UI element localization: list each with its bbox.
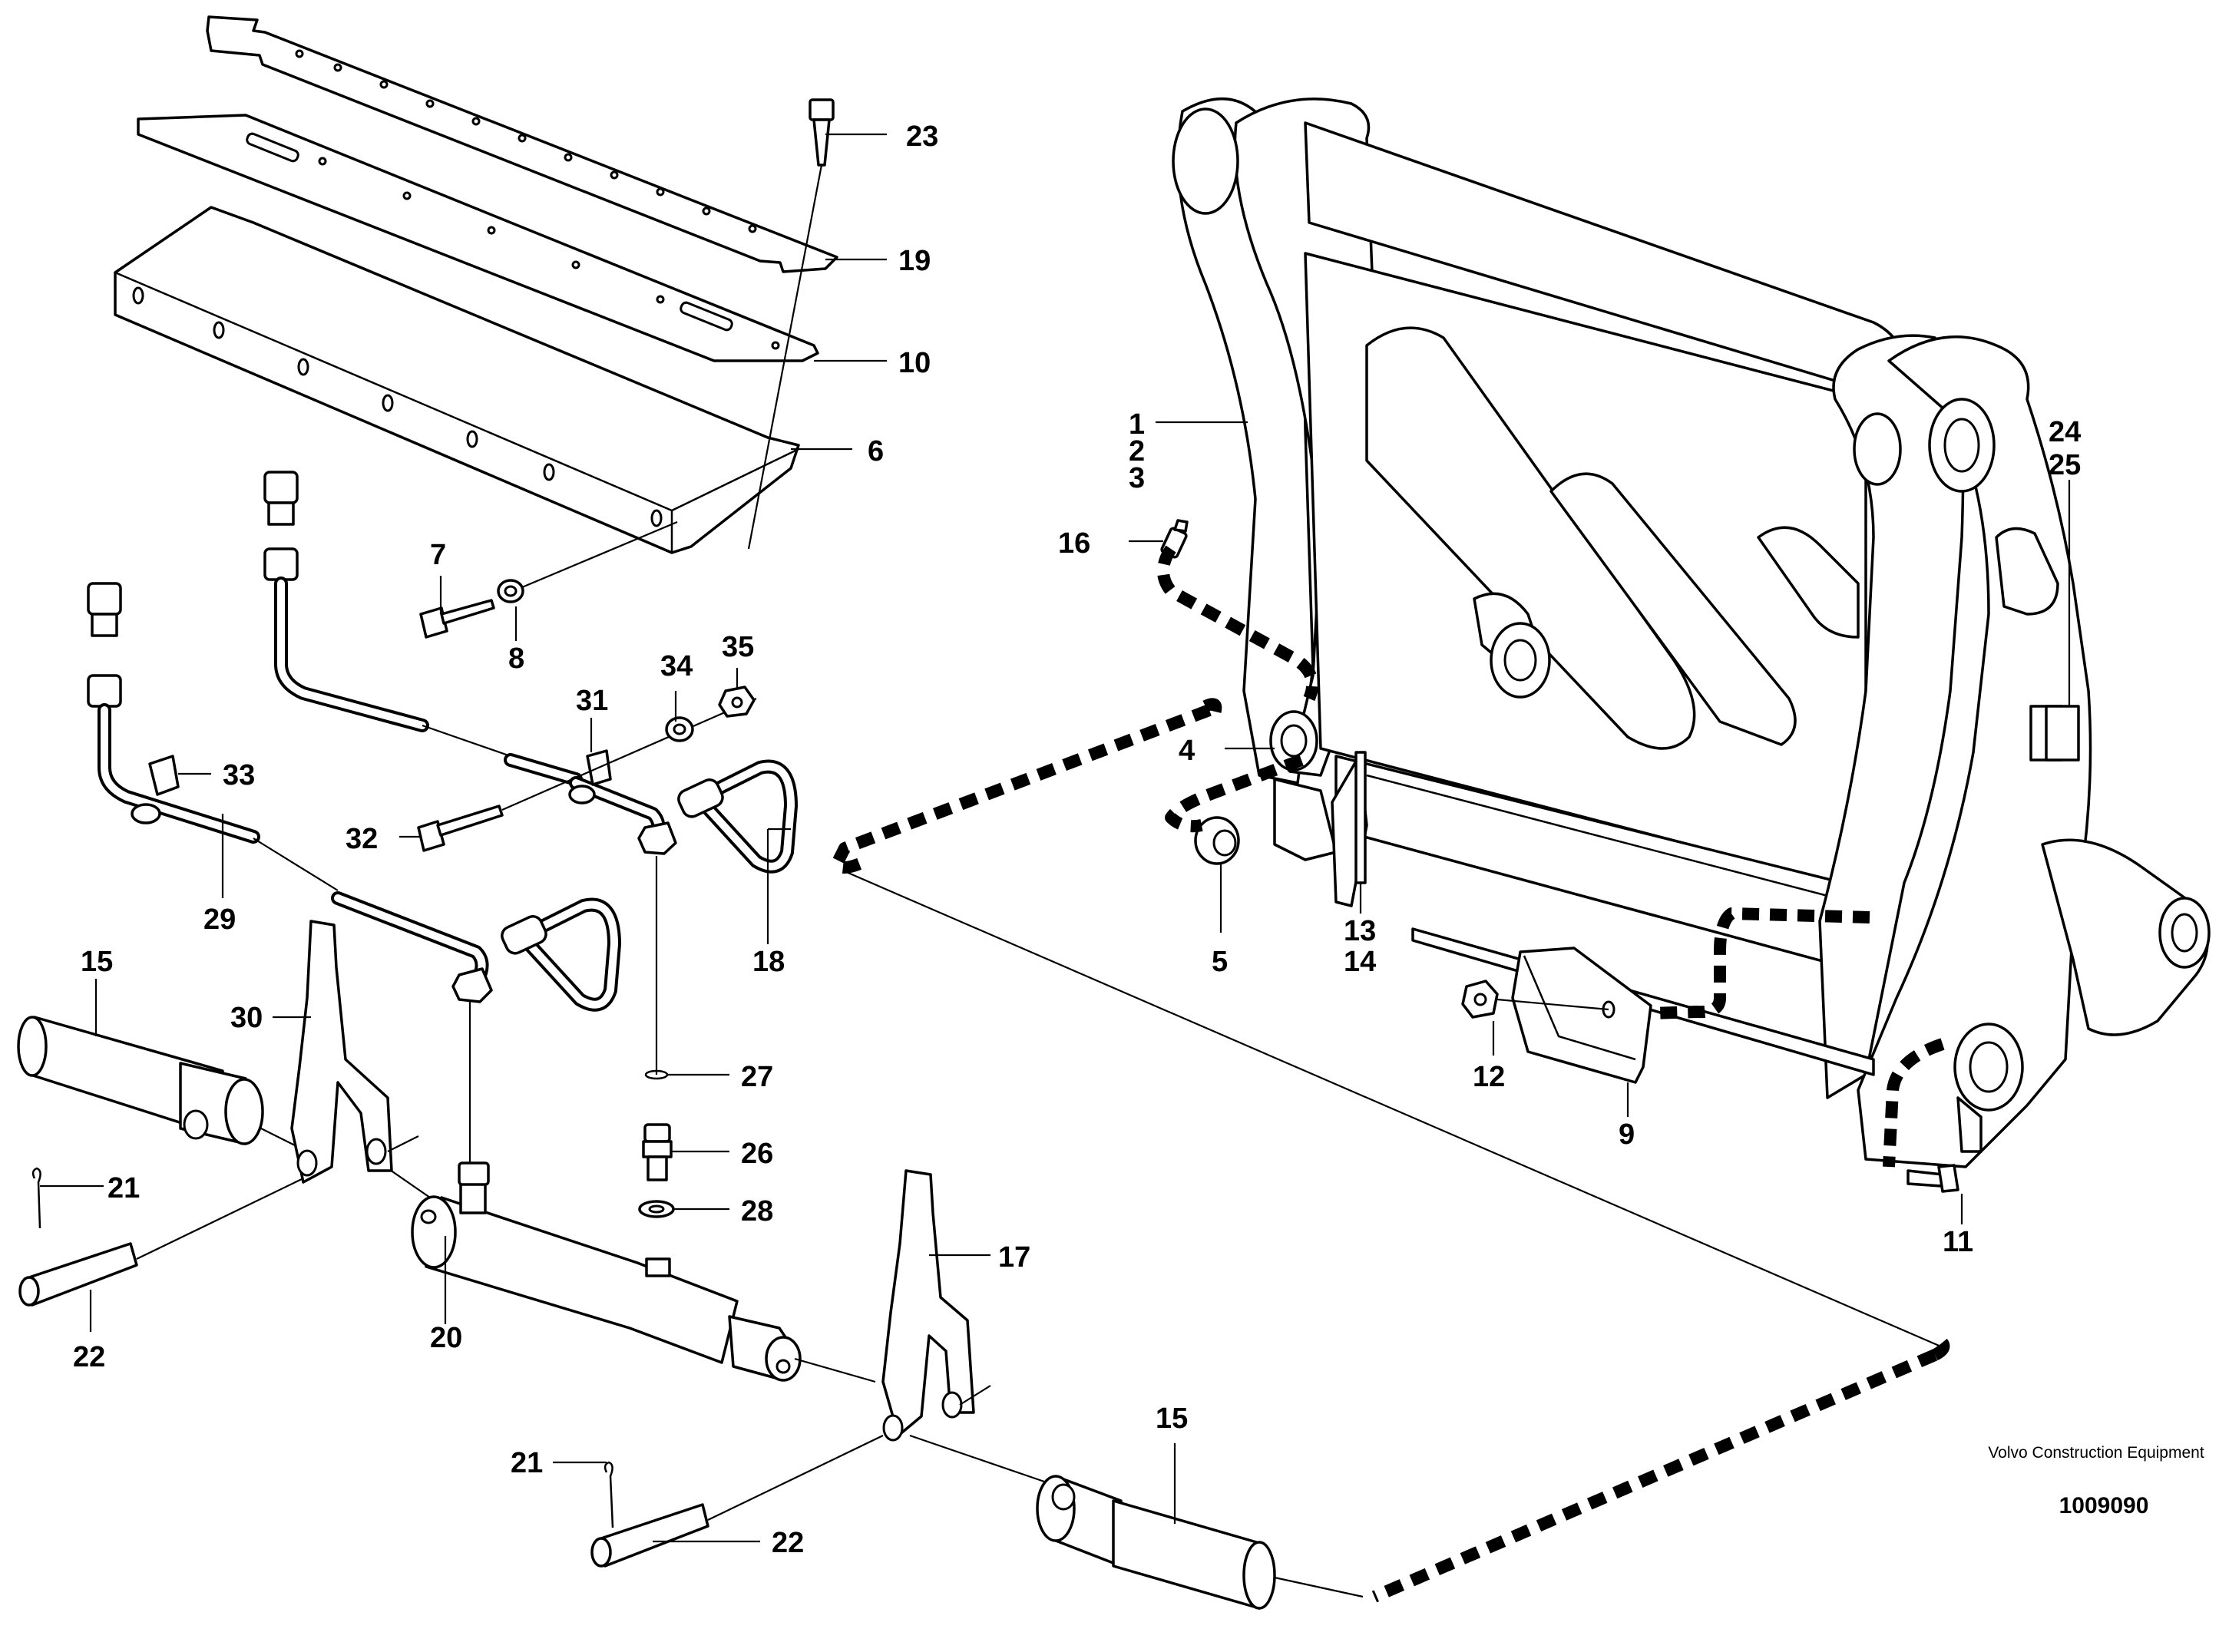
callout-5: 5 (1212, 946, 1228, 978)
callout-33: 33 (223, 759, 255, 791)
hose-route-main (831, 698, 1950, 1603)
pin-13-14 (1354, 751, 1367, 884)
callout-35: 35 (722, 631, 754, 663)
washer-8 (497, 579, 524, 603)
bushing-5 (1194, 816, 1240, 865)
channel-6 (114, 206, 800, 554)
plate-9 (1511, 947, 1652, 1084)
callout-27: 27 (741, 1061, 773, 1093)
plate-19 (206, 15, 838, 273)
plate-10 (137, 114, 819, 362)
pin-22-left (18, 1242, 138, 1307)
callout-34: 34 (660, 650, 693, 682)
callout-11: 11 (1943, 1226, 1973, 1258)
callout-25: 25 (2049, 449, 2081, 481)
decal-24-25 (2045, 705, 2080, 762)
clamp-33 (131, 755, 180, 824)
bracket-17 (881, 1169, 991, 1442)
washer-28 (638, 1200, 675, 1218)
callout-19: 19 (898, 245, 931, 277)
leader-lines (40, 133, 2071, 1543)
bolt-7 (419, 599, 495, 639)
callout-8: 8 (508, 643, 524, 675)
callout-15-left: 15 (81, 946, 113, 978)
nut-35 (718, 686, 756, 718)
fitting-26 (642, 1123, 673, 1181)
bolt-11 (1906, 1164, 1959, 1193)
document-number: 1009090 (2059, 1493, 2149, 1518)
hose-route-16 (1157, 545, 1318, 702)
callout-3: 3 (1129, 462, 1145, 494)
callout-4: 4 (1179, 735, 1195, 767)
callouts: 23 19 10 6 7 8 34 35 31 33 32 29 18 15 3… (73, 121, 2081, 1559)
callout-16: 16 (1058, 527, 1090, 560)
callout-31: 31 (576, 685, 608, 717)
bushing-4 (1269, 710, 1318, 771)
callout-23: 23 (906, 121, 938, 153)
callout-14: 14 (1344, 946, 1376, 978)
nut-12 (1461, 980, 1499, 1019)
callout-24: 24 (2049, 416, 2081, 448)
callout-30: 30 (230, 1002, 263, 1034)
bolt-23 (747, 98, 835, 550)
pin-15-right (909, 1434, 1276, 1610)
bracket-30 (290, 920, 419, 1184)
callout-26: 26 (741, 1138, 773, 1170)
callout-21-right: 21 (511, 1447, 543, 1479)
callout-28: 28 (741, 1195, 773, 1227)
callout-17: 17 (998, 1241, 1030, 1274)
brand-name: Volvo Construction Equipment (1988, 1444, 2204, 1462)
callout-21-left: 21 (107, 1172, 140, 1204)
callout-29: 29 (203, 904, 236, 936)
callout-20: 20 (430, 1322, 462, 1354)
callout-15-right: 15 (1156, 1403, 1188, 1435)
callout-22-left: 22 (73, 1341, 105, 1373)
pin-22-right (590, 1503, 709, 1568)
callout-22-right: 22 (772, 1527, 804, 1559)
split-pin-21-left (31, 1167, 41, 1229)
callout-2: 2 (1129, 435, 1145, 468)
callout-10: 10 (898, 347, 931, 379)
o-ring-27 (644, 1069, 669, 1080)
split-pin-21-right (604, 1461, 614, 1528)
callout-9: 9 (1619, 1118, 1635, 1151)
callout-6: 6 (868, 435, 884, 468)
callout-18: 18 (752, 946, 785, 978)
pipe-lower (87, 582, 658, 1167)
callout-7: 7 (430, 539, 446, 571)
bolt-32 (417, 805, 504, 852)
callout-32: 32 (346, 823, 378, 855)
pin-15-left (17, 1016, 308, 1152)
washer-34 (665, 716, 694, 742)
callout-12: 12 (1473, 1061, 1505, 1093)
callout-13: 13 (1344, 915, 1376, 947)
callout-1: 1 (1129, 408, 1145, 441)
